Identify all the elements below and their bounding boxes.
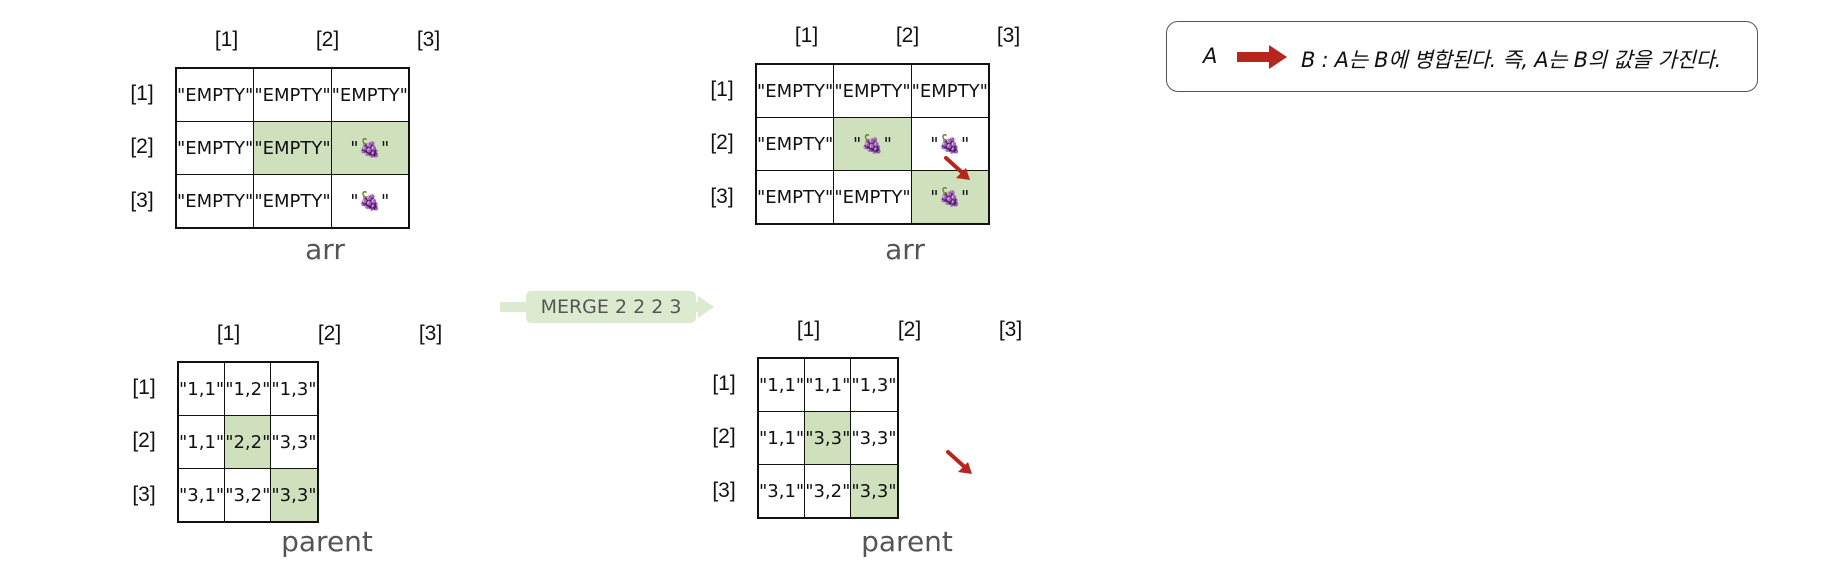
row-label: [2] (132, 429, 156, 452)
table-cell: "EMPTY" (253, 67, 332, 122)
table-cell-highlighted: "🍇" (330, 121, 410, 175)
row-label: [2] (130, 135, 154, 158)
row-label: [2] (712, 425, 736, 448)
row-label: [3] (130, 189, 154, 212)
row-label: [3] (712, 479, 736, 502)
parent-after-table: "1,1" "1,1" "1,3" "1,1" "3,3" "3,3" "3,1… (757, 357, 899, 519)
merge-pointer-arrow (944, 156, 970, 180)
table-row: "EMPTY" "EMPTY" "EMPTY" (755, 63, 990, 118)
table-cell: "1,1" (757, 411, 806, 465)
table-cell: "EMPTY" (330, 67, 410, 122)
table-cell: "1,2" (224, 361, 272, 416)
table-cell: "3,3" (850, 411, 899, 465)
table-cell-highlighted: "🍇" (910, 170, 990, 225)
row-label: [3] (710, 185, 734, 208)
table-cell: "EMPTY" (175, 174, 255, 229)
table-cell: "3,3" (270, 415, 319, 469)
grid-caption: parent (861, 525, 953, 558)
table-cell: "🍇" (330, 174, 410, 229)
table-row: "1,1" "1,2" "1,3" (177, 361, 319, 416)
col-label: [3] (996, 24, 1021, 47)
table-cell: "EMPTY" (175, 67, 255, 122)
col-label: [2] (315, 28, 340, 51)
table-cell-highlighted: "3,3" (804, 411, 852, 465)
row-label: [2] (710, 131, 734, 154)
table-cell: "🍇" (910, 117, 990, 171)
table-cell-highlighted: "3,3" (850, 464, 899, 519)
table-cell: "EMPTY" (755, 63, 835, 118)
col-label: [2] (317, 322, 342, 345)
grid-caption: arr (305, 233, 345, 266)
table-row: "3,1" "3,2" "3,3" (757, 464, 899, 519)
table-row: "EMPTY" "🍇" "🍇" (755, 117, 990, 171)
row-label: [3] (132, 483, 156, 506)
grid-caption: arr (885, 233, 925, 266)
legend-a-label: A (1203, 44, 1218, 68)
table-cell: "3,1" (757, 464, 806, 519)
table-cell: "1,3" (270, 361, 319, 416)
table-cell: "EMPTY" (755, 117, 835, 171)
col-label: [1] (216, 322, 241, 345)
table-cell: "1,1" (177, 361, 226, 416)
table-cell: "EMPTY" (253, 174, 332, 229)
merge-label: MERGE 2 2 2 3 (540, 296, 682, 318)
table-cell: "3,2" (224, 468, 272, 523)
grid-caption: parent (281, 525, 373, 558)
table-cell: "EMPTY" (910, 63, 990, 118)
col-label: [3] (416, 28, 441, 51)
table-row: "EMPTY" "EMPTY" "🍇" (755, 170, 990, 225)
parent-before-table: "1,1" "1,2" "1,3" "1,1" "2,2" "3,3" "3,1… (177, 361, 319, 523)
table-row: "1,1" "2,2" "3,3" (177, 415, 319, 469)
table-row: "EMPTY" "EMPTY" "EMPTY" (175, 67, 410, 122)
col-label: [1] (794, 24, 819, 47)
table-cell: "EMPTY" (755, 170, 835, 225)
table-cell: "EMPTY" (833, 170, 912, 225)
col-label: [1] (214, 28, 239, 51)
table-cell: "3,2" (804, 464, 852, 519)
table-cell: "1,1" (177, 415, 226, 469)
row-label: [1] (132, 376, 156, 399)
legend-text: B : A는 B에 병합된다. 즉, A는 B의 값을 가진다. (1301, 48, 1722, 72)
row-label: [1] (130, 82, 154, 105)
table-cell-highlighted: "2,2" (224, 415, 272, 469)
col-label: [3] (998, 318, 1023, 341)
legend-box: A B : A는 B에 병합된다. 즉, A는 B의 값을 가진다. (1166, 21, 1758, 92)
table-cell: "1,3" (850, 357, 899, 412)
merge-arrow (500, 291, 714, 323)
table-cell-highlighted: "3,3" (270, 468, 319, 523)
col-label: [2] (897, 318, 922, 341)
col-label: [2] (895, 24, 920, 47)
table-row: "EMPTY" "EMPTY" "🍇" (175, 121, 410, 175)
table-cell-highlighted: "EMPTY" (253, 121, 332, 175)
table-row: "1,1" "1,1" "1,3" (757, 357, 899, 412)
table-cell: "1,1" (804, 357, 852, 412)
table-row: "1,1" "3,3" "3,3" (757, 411, 899, 465)
table-cell-highlighted: "🍇" (833, 117, 912, 171)
table-cell: "1,1" (757, 357, 806, 412)
row-label: [1] (710, 78, 734, 101)
arr-after-table: "EMPTY" "EMPTY" "EMPTY" "EMPTY" "🍇" "🍇" … (755, 63, 990, 225)
table-cell: "3,1" (177, 468, 226, 523)
arr-before-table: "EMPTY" "EMPTY" "EMPTY" "EMPTY" "EMPTY" … (175, 67, 410, 229)
col-label: [1] (796, 318, 821, 341)
table-row: "EMPTY" "EMPTY" "🍇" (175, 174, 410, 229)
row-label: [1] (712, 372, 736, 395)
table-cell: "EMPTY" (833, 63, 912, 118)
table-cell: "EMPTY" (175, 121, 255, 175)
col-label: [3] (418, 322, 443, 345)
red-arrow-icon (1237, 45, 1287, 69)
table-row: "3,1" "3,2" "3,3" (177, 468, 319, 523)
merge-pointer-arrow (946, 450, 972, 474)
